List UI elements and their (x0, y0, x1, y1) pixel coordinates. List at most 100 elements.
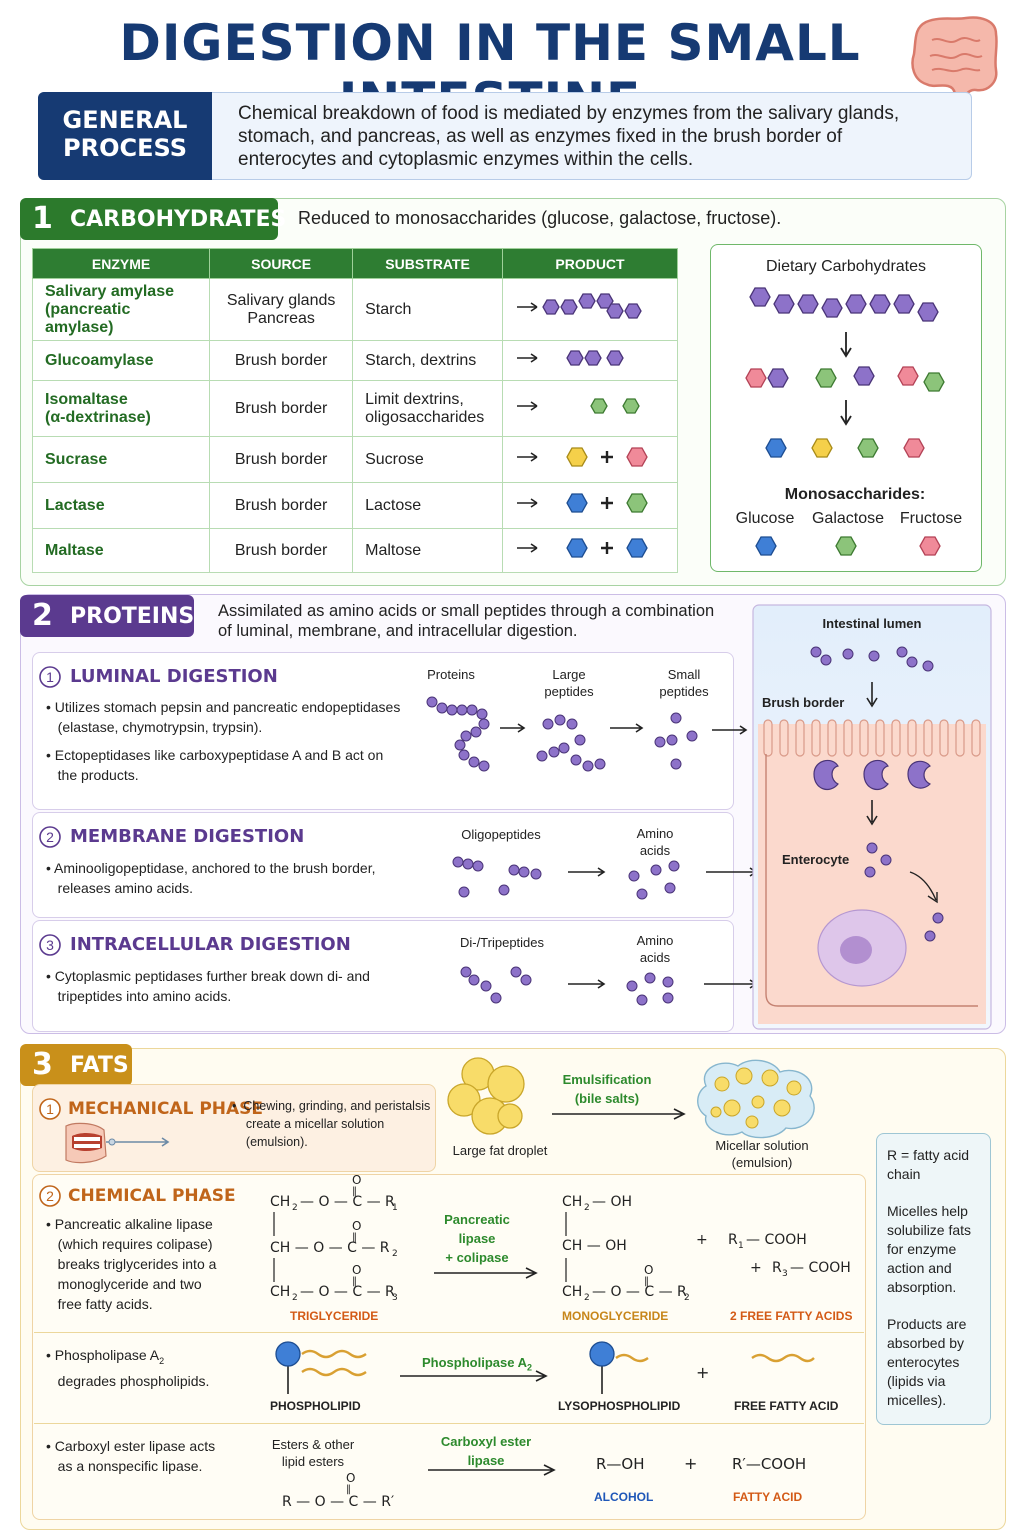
membrane-digestion-box (32, 812, 734, 918)
svg-text:CH: CH (562, 1194, 582, 1210)
luminal-title: LUMINAL DIGESTION (70, 666, 278, 687)
carb-label: CARBOHYDRATES (70, 207, 287, 232)
svg-text:‖: ‖ (644, 1276, 649, 1287)
triglyceride-label: TRIGLYCERIDE (290, 1309, 379, 1323)
svg-text:‖: ‖ (352, 1276, 357, 1287)
glucose-glucose-icon (516, 538, 648, 558)
svg-text:2: 2 (584, 1203, 590, 1213)
general-label-line2: PROCESS (63, 134, 187, 162)
substrate-cell: Limit dextrins,oligosaccharides (352, 380, 503, 437)
substrate-cell: Maltose (352, 528, 503, 573)
large-fat-droplet-label: Large fat droplet (452, 1143, 548, 1158)
general-label-line1: GENERAL (62, 106, 188, 134)
svg-text:‖: ‖ (346, 1484, 351, 1495)
fructose-label: Fructose (899, 510, 963, 527)
panel-title: Dietary Carbohydrates (765, 258, 927, 275)
svg-text:1: 1 (738, 1241, 744, 1251)
glucose-chain-icon (516, 350, 624, 366)
proteins-description: Assimilated as amino acids or small pept… (218, 602, 715, 640)
table-row: Lactase Brush border Lactose (31, 482, 679, 529)
luminal-digestion-box (32, 652, 734, 810)
svg-text:1: 1 (392, 1203, 398, 1213)
product-cell (501, 340, 679, 381)
svg-text:— COOH: — COOH (746, 1232, 807, 1248)
svg-text:— COOH: — COOH (790, 1260, 851, 1276)
large-fat-droplet-icon (447, 1057, 525, 1135)
svg-text:2: 2 (392, 1249, 398, 1259)
enterocyte-diagram (752, 604, 992, 1030)
svg-text:2: 2 (292, 1293, 298, 1303)
step-3-icon: 3 (39, 934, 61, 956)
chemical-title: CHEMICAL PHASE (68, 1186, 236, 1206)
intracellular-digestion-box (32, 920, 734, 1032)
svg-text:O: O (644, 1263, 653, 1277)
free-fatty-acids-label: 2 FREE FATTY ACIDS (730, 1309, 853, 1323)
svg-text:O: O (352, 1173, 361, 1187)
label-oligopeptides: Oligopeptides (461, 827, 541, 842)
svg-text:R: R (728, 1232, 738, 1248)
svg-text:CH: CH (562, 1284, 582, 1300)
fructose-icon (919, 536, 941, 556)
carb-number: 1 (32, 201, 53, 236)
alcohol-label: ALCOHOL (594, 1490, 654, 1504)
enzyme-cell: Sucrase (31, 436, 211, 483)
svg-text:3: 3 (392, 1293, 398, 1303)
substrate-cell: Lactose (352, 482, 503, 529)
phospholipid-icon (275, 1341, 367, 1394)
lysophospholipid-label: LYSOPHOSPHOLIPID (558, 1399, 681, 1413)
col-product: PRODUCT (501, 248, 679, 279)
galactose-label: Galactose (811, 510, 885, 527)
product-cell (501, 380, 679, 437)
mouth-chewing-icon (65, 1122, 170, 1164)
free-fatty-acid-icon (751, 1353, 815, 1363)
svg-text:— O — C — R: — O — C — R (592, 1284, 687, 1300)
svg-text:CH: CH (270, 1194, 290, 1210)
table-row: Glucoamylase Brush border Starch, dextri… (31, 340, 679, 381)
source-cell: Brush border (209, 528, 354, 573)
source-cell: Brush border (209, 340, 354, 381)
carbohydrates-description: Reduced to monosaccharides (glucose, gal… (298, 208, 782, 228)
phospholipase-label: Phospholipase A2 (422, 1355, 532, 1373)
col-substrate: SUBSTRATE (352, 248, 503, 279)
label-ditripeptides: Di-/Tripeptides (459, 935, 545, 950)
protein-number: 2 (32, 598, 53, 633)
general-process-label: GENERAL PROCESS (38, 92, 212, 180)
table-row: Sucrase Brush border Sucrose (31, 436, 679, 483)
monosaccharides-title: Monosaccharides: (784, 486, 926, 503)
svg-text:— O — C — R: — O — C — R (300, 1194, 395, 1210)
phase-1-icon: 1 (39, 1098, 61, 1120)
mechanical-title: MECHANICAL PHASE (68, 1099, 264, 1119)
col-enzyme: ENZYME (31, 248, 211, 279)
carbohydrate-breakdown-diagram (745, 287, 945, 458)
svg-text:2: 2 (292, 1203, 298, 1213)
product-cell (501, 482, 679, 529)
svg-text:2: 2 (684, 1293, 690, 1303)
fats-tag: 3 FATS (20, 1044, 132, 1086)
label-proteins: Proteins (427, 667, 475, 682)
membrane-title: MEMBRANE DIGESTION (70, 826, 305, 847)
svg-text:+: + (750, 1260, 762, 1276)
phase-2-icon: 2 (39, 1185, 61, 1207)
phospholipid-label: PHOSPHOLIPID (270, 1399, 361, 1413)
svg-text:CH — OH: CH — OH (562, 1238, 627, 1254)
source-cell: Brush border (209, 436, 354, 483)
svg-text:2: 2 (584, 1293, 590, 1303)
note-r-definition: R = fatty acid chain (887, 1147, 970, 1182)
luminal-bullets: • Utilizes stomach pepsin and pancreatic… (46, 699, 401, 783)
svg-text:‖: ‖ (352, 1186, 357, 1197)
svg-text:CH — O — C — R: CH — O — C — R (270, 1240, 390, 1256)
enzyme-cell: Isomaltase(α-dextrinase) (31, 380, 211, 437)
brush-border-label: Brush border (762, 695, 845, 710)
glucose-icon (755, 536, 777, 556)
emulsification-label: Emulsification(bile salts) (562, 1072, 652, 1106)
glucose-galactose-icon (516, 493, 648, 513)
intestinal-lumen-label: Intestinal lumen (822, 616, 922, 631)
lysophospholipid-icon (589, 1341, 649, 1394)
intracellular-bullets: • Cytoplasmic peptidases further break d… (46, 968, 370, 1004)
step-2-icon: 2 (39, 826, 61, 848)
product-cell (501, 528, 679, 573)
